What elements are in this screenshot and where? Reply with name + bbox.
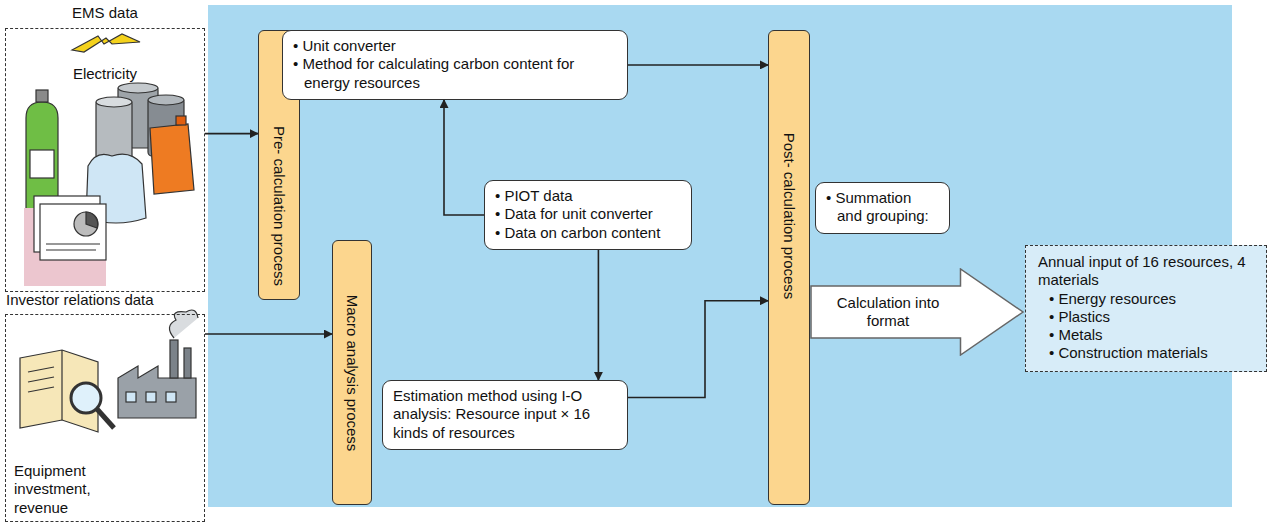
text-line — [28, 387, 54, 392]
magnifier-lens — [71, 383, 101, 413]
output-box: Annual input of 16 resources, 4 material… — [1025, 245, 1267, 372]
source-label: Electricity — [6, 65, 204, 83]
process-box: Estimation method using I-O analysis: Re… — [382, 380, 628, 450]
flow-arrow — [444, 100, 484, 215]
flow-arrow — [205, 333, 332, 335]
block-arrow: Calculation into format — [810, 268, 1025, 356]
cylinder-label — [30, 150, 54, 178]
jerrycan — [150, 124, 194, 194]
process-band: Macro analysis process — [332, 240, 372, 505]
box-text: • Summation and grouping: — [826, 189, 940, 226]
flow-arrow — [628, 301, 768, 398]
window — [166, 392, 176, 402]
book-spine — [61, 350, 62, 420]
drum-top — [96, 97, 132, 107]
chimney — [184, 348, 191, 378]
box-text: Estimation method using I-O analysis: Re… — [393, 387, 618, 442]
text-line — [28, 377, 54, 382]
pie-slice — [86, 212, 98, 228]
source-box: Investor relations dataEquipment investm… — [5, 314, 205, 522]
box-text: • Plastics — [1038, 308, 1256, 326]
block-arrow-shape — [810, 268, 1025, 356]
band-label: Macro analysis process — [343, 295, 361, 452]
box-text: • Data on carbon content — [495, 224, 682, 242]
source-heading: EMS data — [6, 4, 204, 22]
box-text: Annual input of 16 resources, 4 material… — [1038, 253, 1256, 290]
ir-illustration — [20, 310, 198, 432]
text-line — [46, 243, 100, 244]
text-line — [28, 367, 54, 372]
band-label: Post- calculation process — [780, 133, 798, 300]
chimney — [170, 340, 178, 378]
box-text: • PIOT data — [495, 187, 682, 205]
process-box: • Unit converter• Method for calculating… — [282, 30, 628, 100]
process-band: Post- calculation process — [768, 30, 810, 505]
flow-arrow — [205, 133, 258, 135]
text-line — [46, 249, 96, 250]
box-text: Calculation into format — [824, 286, 952, 338]
lightning-bolt — [72, 34, 140, 52]
source-label: Equipment investment, revenue — [14, 462, 126, 517]
box-text: • Energy resources — [1038, 290, 1256, 308]
box-text: • Metals — [1038, 326, 1256, 344]
process-box: • PIOT data• Data for unit converter• Da… — [484, 180, 692, 250]
box-text: • Method for calculating carbon content … — [293, 55, 618, 92]
source-box: EMS dataElectricity — [5, 28, 205, 292]
window — [146, 392, 156, 402]
band-label: Pre- calculation process — [270, 126, 288, 286]
block-arrow-outline — [811, 269, 1023, 355]
box-text: • Data for unit converter — [495, 205, 682, 223]
process-box: • Summation and grouping: — [815, 182, 950, 234]
flow-arrow — [598, 250, 600, 380]
pie-chart — [74, 212, 98, 236]
window — [126, 392, 136, 402]
source-heading: Investor relations data — [6, 291, 204, 309]
magnifier-handle — [97, 409, 114, 428]
drum-top — [148, 95, 184, 105]
drum — [96, 100, 132, 160]
cylinder-valve — [36, 90, 48, 102]
box-text: • Unit converter — [293, 37, 618, 55]
document — [40, 204, 106, 260]
jerrycan-cap — [176, 116, 186, 125]
flow-arrow — [628, 64, 768, 66]
box-text: • Construction materials — [1038, 344, 1256, 362]
drum-top — [118, 83, 158, 93]
